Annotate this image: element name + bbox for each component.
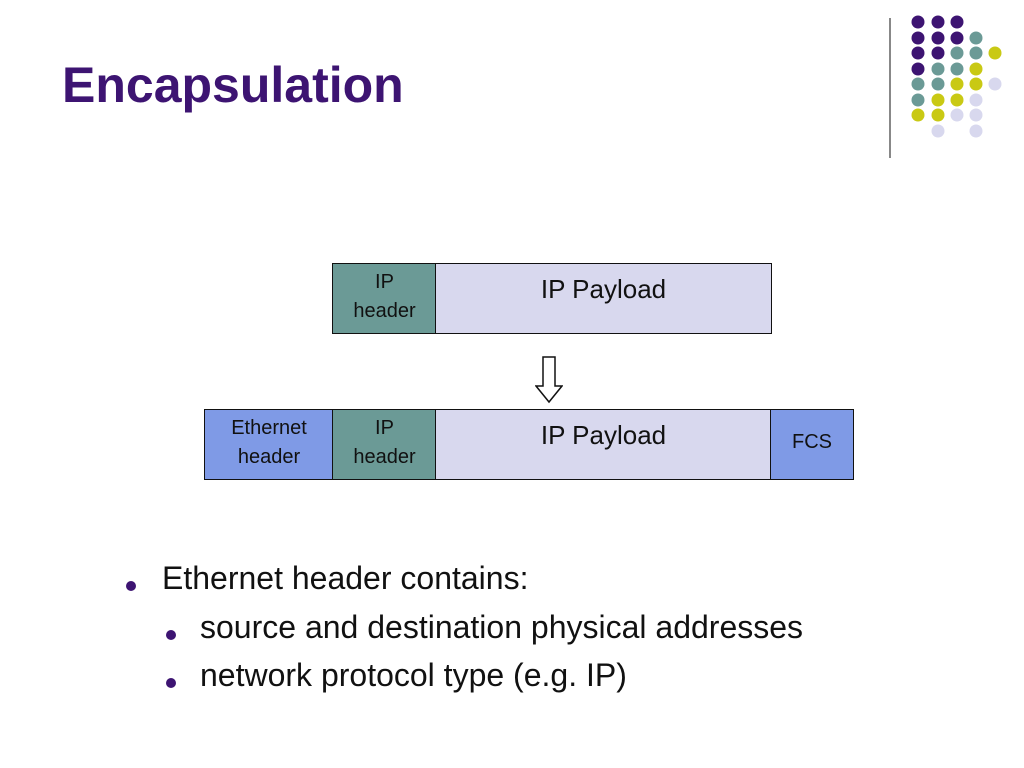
sub-bullet-2: network protocol type (e.g. IP): [200, 657, 627, 693]
ethernet-header-label: Ethernet header: [231, 417, 307, 468]
down-arrow-icon: [535, 356, 563, 404]
decorative-dot: [988, 46, 1002, 60]
decorative-dot: [969, 31, 983, 45]
decorative-dot: [950, 108, 964, 122]
sub-bullet-dot: [166, 630, 176, 640]
top-ip-header-box: IP header: [332, 263, 437, 334]
decorative-dot: [931, 15, 945, 29]
bullet-dot: [126, 581, 136, 591]
decorative-dot: [969, 108, 983, 122]
decorative-dot: [969, 46, 983, 60]
decorative-dot: [988, 77, 1002, 91]
decorative-dot: [969, 124, 983, 138]
decorative-dot: [950, 93, 964, 107]
decorative-dot: [931, 108, 945, 122]
decorative-dot: [931, 62, 945, 76]
decorative-dot: [911, 15, 925, 29]
bottom-ip-payload-box: IP Payload: [435, 409, 772, 480]
page-title: Encapsulation: [62, 57, 404, 113]
bottom-ip-header-label: IP header: [353, 417, 416, 468]
decorative-dot: [969, 93, 983, 107]
decorative-dot: [931, 46, 945, 60]
bottom-ip-header-box: IP header: [332, 409, 437, 480]
decorative-divider-line: [889, 18, 891, 158]
top-ip-header-label: IP header: [353, 271, 416, 322]
decorative-dot: [911, 46, 925, 60]
decorative-dot: [969, 62, 983, 76]
top-ip-payload-box: IP Payload: [435, 263, 772, 334]
decorative-dot: [969, 77, 983, 91]
decorative-dot: [911, 31, 925, 45]
decorative-dot: [950, 62, 964, 76]
decorative-dot: [950, 31, 964, 45]
decorative-dot: [931, 31, 945, 45]
decorative-dot: [911, 62, 925, 76]
fcs-box: FCS: [770, 409, 854, 480]
decorative-dot: [931, 124, 945, 138]
decorative-dot: [950, 15, 964, 29]
decorative-dot: [911, 93, 925, 107]
decorative-dot: [911, 77, 925, 91]
decorative-dot: [950, 77, 964, 91]
top-ip-payload-label: IP Payload: [540, 274, 667, 304]
sub-bullet-dot: [166, 678, 176, 688]
decorative-dot: [931, 77, 945, 91]
fcs-label: FCS: [792, 431, 832, 453]
decorative-dot: [931, 93, 945, 107]
sub-bullet-1: source and destination physical addresse…: [200, 609, 804, 645]
bullet-main: Ethernet header contains:: [162, 560, 529, 596]
decorative-dot-grid: [911, 15, 1002, 138]
decorative-dot: [950, 46, 964, 60]
decorative-dot: [911, 108, 925, 122]
ethernet-header-box: Ethernet header: [204, 409, 334, 480]
bottom-ip-payload-label: IP Payload: [540, 420, 667, 450]
